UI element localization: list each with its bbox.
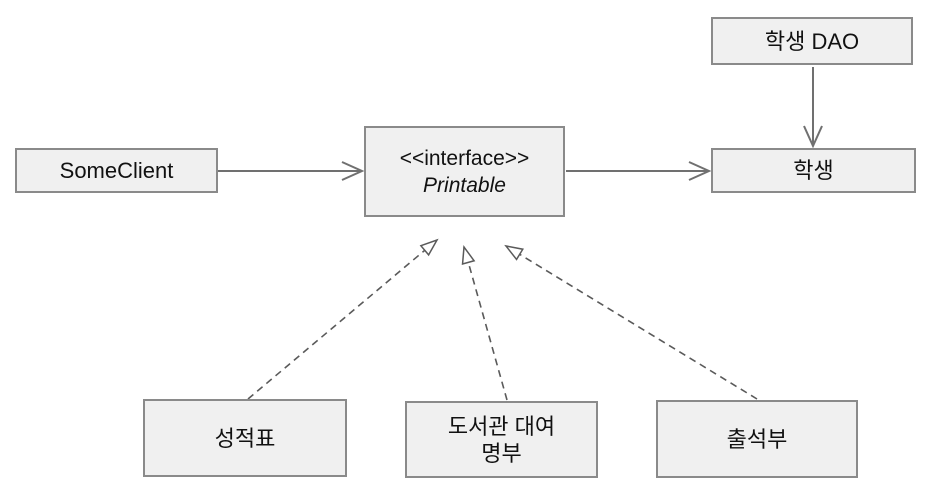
node-someclient: SomeClient: [15, 148, 218, 193]
edge-library-to-printable: [461, 244, 508, 401]
edge-reportcard-to-printable: [247, 238, 439, 400]
node-printable-interface: <<interface>> Printable: [364, 126, 565, 217]
edge-attendance-to-printable: [504, 244, 758, 400]
attendance-book-label: 출석부: [726, 426, 788, 452]
node-student: 학생: [711, 148, 916, 193]
printable-name-label: Printable: [423, 173, 506, 197]
printable-stereotype-label: <<interface>>: [399, 146, 530, 170]
student-label: 학생: [793, 158, 834, 183]
node-report-card: 성적표: [143, 399, 347, 477]
library-rental-roster-label: 도서관 대여 명부: [447, 413, 556, 466]
node-library-rental-roster: 도서관 대여 명부: [405, 401, 598, 478]
report-card-label: 성적표: [214, 425, 276, 451]
student-dao-label: 학생 DAO: [764, 28, 860, 54]
someclient-label: SomeClient: [59, 158, 174, 183]
node-attendance-book: 출석부: [656, 400, 858, 478]
node-student-dao: 학생 DAO: [711, 17, 913, 65]
